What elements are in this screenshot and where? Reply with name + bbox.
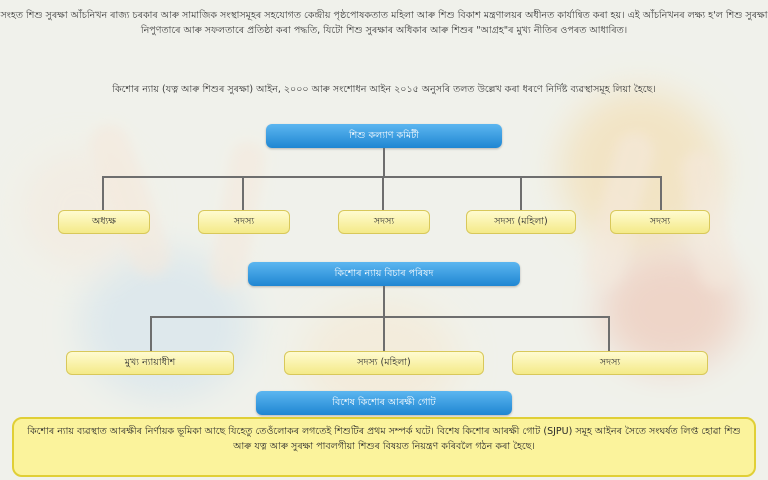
jjb-branch-line xyxy=(150,316,610,318)
cwc-connector xyxy=(660,176,662,211)
sjpu-title-box: বিশেষ কিশোৰ আৰক্ষী গোট xyxy=(256,391,512,415)
intro-paragraph: সংহত শিশু সুৰক্ষা আঁচনিখন ৰাজ্য চৰকাৰ আৰ… xyxy=(0,10,768,36)
jjb-member-box: মুখ্য ন্যায়াধীশ xyxy=(66,351,234,375)
jjb-connector xyxy=(150,316,152,352)
jjb-member-box: সদস্য (মহিলা) xyxy=(284,351,484,375)
cwc-connector xyxy=(242,176,244,211)
cwc-member-box: সদস্য (মহিলা) xyxy=(466,210,576,234)
jjb-stem-line xyxy=(383,286,385,316)
jjb-title-box: কিশোৰ ন্যায় বিচাৰ পৰিষদ xyxy=(248,262,520,286)
cwc-member-box: অধ্যক্ষ xyxy=(58,210,150,234)
cwc-stem-line xyxy=(383,148,385,176)
cwc-connector xyxy=(520,176,522,211)
law-paragraph: কিশোৰ ন্যায় (যত্ন আৰু শিশুৰ সুৰক্ষা) আই… xyxy=(112,84,656,95)
cwc-connector xyxy=(382,176,384,211)
sjpu-note-box: কিশোৰ ন্যায় ব্যৱস্থাত আৰক্ষীৰ নিৰ্ণায়ক… xyxy=(12,417,756,477)
cwc-connector xyxy=(102,176,104,211)
jjb-connector xyxy=(608,316,610,352)
cwc-member-box: সদস্য xyxy=(338,210,430,234)
cwc-member-box: সদস্য xyxy=(610,210,710,234)
jjb-member-box: সদস্য xyxy=(512,351,708,375)
jjb-connector xyxy=(383,316,385,352)
cwc-member-box: সদস্য xyxy=(198,210,290,234)
cwc-title-box: শিশু কল্যাণ কমিটী xyxy=(266,124,502,148)
